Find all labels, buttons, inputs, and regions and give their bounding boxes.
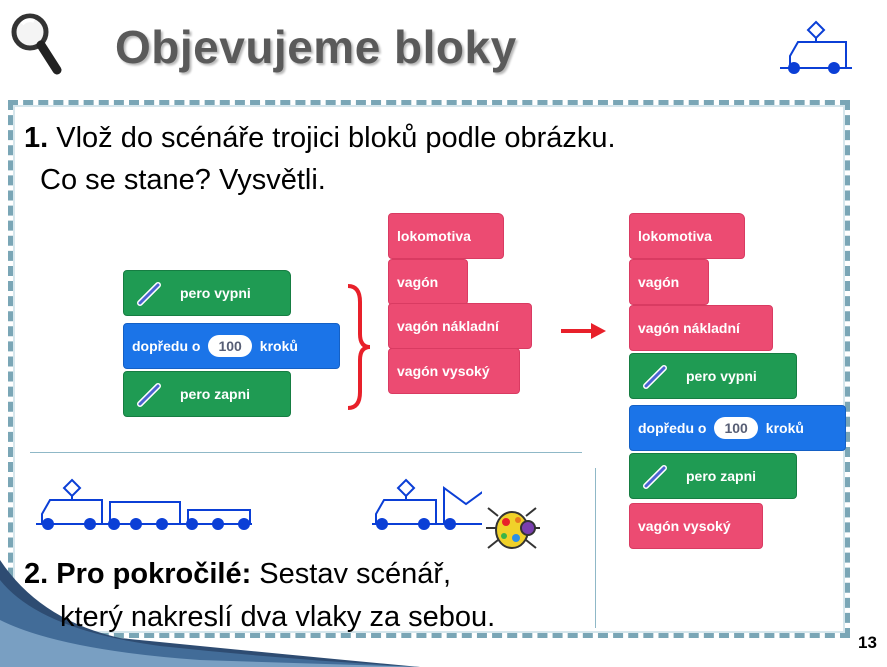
result-tall-wagon-block[interactable]: vagón vysoký	[629, 503, 763, 549]
wagon-label: vagón	[397, 274, 439, 290]
pen-icon	[643, 465, 667, 489]
page-title: Objevujeme bloky	[115, 21, 517, 73]
pen-down-block[interactable]: pero zapni	[123, 371, 291, 417]
tall-wagon-label: vagón vysoký	[397, 363, 490, 379]
move-steps-input[interactable]: 100	[208, 335, 252, 357]
result-freight-wagon-label: vagón nákladní	[638, 320, 740, 336]
train-drawing-long	[36, 478, 252, 530]
result-move-steps-input[interactable]: 100	[714, 417, 758, 439]
result-move-unit: kroků	[765, 420, 804, 436]
result-move-label: dopředu o	[638, 420, 707, 436]
task2-label: 2. Pro pokročilé:	[24, 558, 252, 590]
train-icon	[780, 20, 852, 74]
locomotive-label: lokomotiva	[397, 228, 471, 244]
move-unit: kroků	[259, 338, 298, 354]
freight-wagon-label: vagón nákladní	[397, 318, 499, 334]
divider	[30, 452, 582, 453]
decorative-swoosh	[0, 560, 420, 667]
tall-wagon-block[interactable]: vagón vysoký	[388, 348, 520, 394]
result-wagon-block[interactable]: vagón	[629, 259, 709, 305]
pen-up-label: pero vypni	[180, 285, 251, 301]
divider-vertical	[595, 468, 596, 628]
task1-text: Vlož do scénáře trojici bloků podle obrá…	[56, 122, 616, 154]
result-move-block[interactable]: dopředu o 100 kroků	[629, 405, 846, 451]
magnifier-icon	[11, 13, 62, 75]
result-pen-up-block[interactable]: pero vypni	[629, 353, 797, 399]
task1-line2: Co se stane? Vysvětli.	[40, 164, 326, 196]
result-locomotive-block[interactable]: lokomotiva	[629, 213, 745, 259]
result-freight-wagon-block[interactable]: vagón nákladní	[629, 305, 773, 351]
task2-text: Sestav scénář,	[259, 558, 452, 590]
pen-icon	[137, 383, 161, 407]
page-number: 13	[858, 633, 877, 652]
pen-icon	[137, 282, 161, 306]
task2-line2: který nakreslí dva vlaky za sebou.	[60, 601, 496, 633]
brace-icon	[347, 284, 371, 410]
task1-line1: 1. Vlož do scénáře trojici bloků podle o…	[24, 122, 616, 155]
arrow-right-icon	[561, 323, 606, 339]
task1-number: 1.	[24, 122, 49, 154]
result-wagon-label: vagón	[638, 274, 680, 290]
result-tall-wagon-label: vagón vysoký	[638, 518, 731, 534]
result-pen-up-label: pero vypni	[686, 368, 757, 384]
freight-wagon-block[interactable]: vagón nákladní	[388, 303, 532, 349]
wagon-block[interactable]: vagón	[388, 259, 468, 305]
move-label: dopředu o	[132, 338, 201, 354]
pen-icon	[643, 365, 667, 389]
move-block[interactable]: dopředu o 100 kroků	[123, 323, 340, 369]
train-drawing-partial	[372, 478, 482, 530]
result-pen-down-label: pero zapni	[686, 468, 757, 484]
locomotive-block[interactable]: lokomotiva	[388, 213, 504, 259]
result-pen-down-block[interactable]: pero zapni	[629, 453, 797, 499]
pen-down-label: pero zapni	[180, 386, 251, 402]
pen-up-block[interactable]: pero vypni	[123, 270, 291, 316]
result-locomotive-label: lokomotiva	[638, 228, 712, 244]
beetle-icon	[486, 507, 540, 549]
task2-line1: 2. Pro pokročilé: Sestav scénář,	[24, 558, 451, 591]
